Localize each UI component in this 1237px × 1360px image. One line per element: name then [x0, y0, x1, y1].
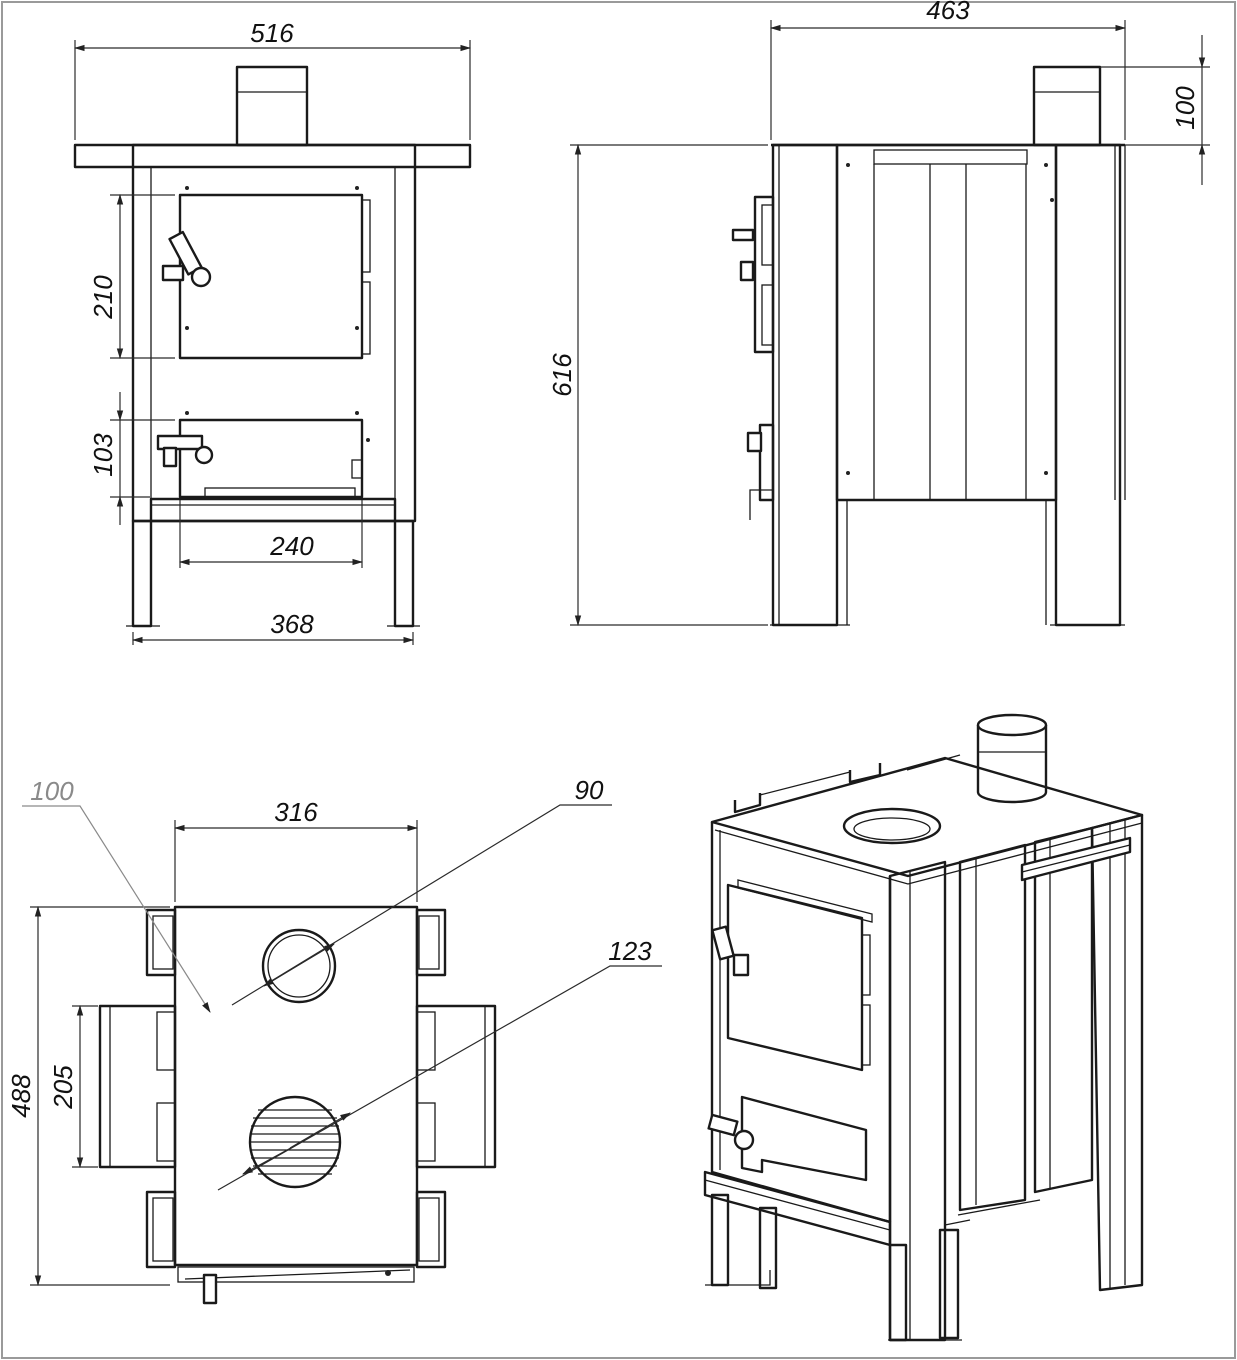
dim-top-width: 316 [274, 797, 318, 827]
dim-firebox-door-height: 210 [88, 275, 118, 320]
callout-hotplate-diameter: 123 [608, 936, 652, 966]
dim-leg-span: 368 [270, 609, 314, 639]
dim-front-width: 516 [250, 18, 294, 48]
side-view [570, 20, 1210, 627]
front-view [73, 40, 472, 645]
dim-flue-height: 100 [1170, 86, 1200, 130]
callout-flue: 100 [30, 776, 74, 806]
dim-ash-door-width: 240 [269, 531, 314, 561]
dim-total-height: 616 [547, 353, 577, 397]
dim-top-depth: 488 [6, 1074, 36, 1118]
dim-ash-door-height: 103 [88, 433, 118, 477]
callout-flue-diameter: 90 [575, 775, 604, 805]
dim-handle-span: 205 [48, 1065, 78, 1110]
isometric-view [703, 713, 1144, 1342]
top-view [22, 804, 662, 1305]
dim-side-depth: 463 [926, 0, 970, 25]
